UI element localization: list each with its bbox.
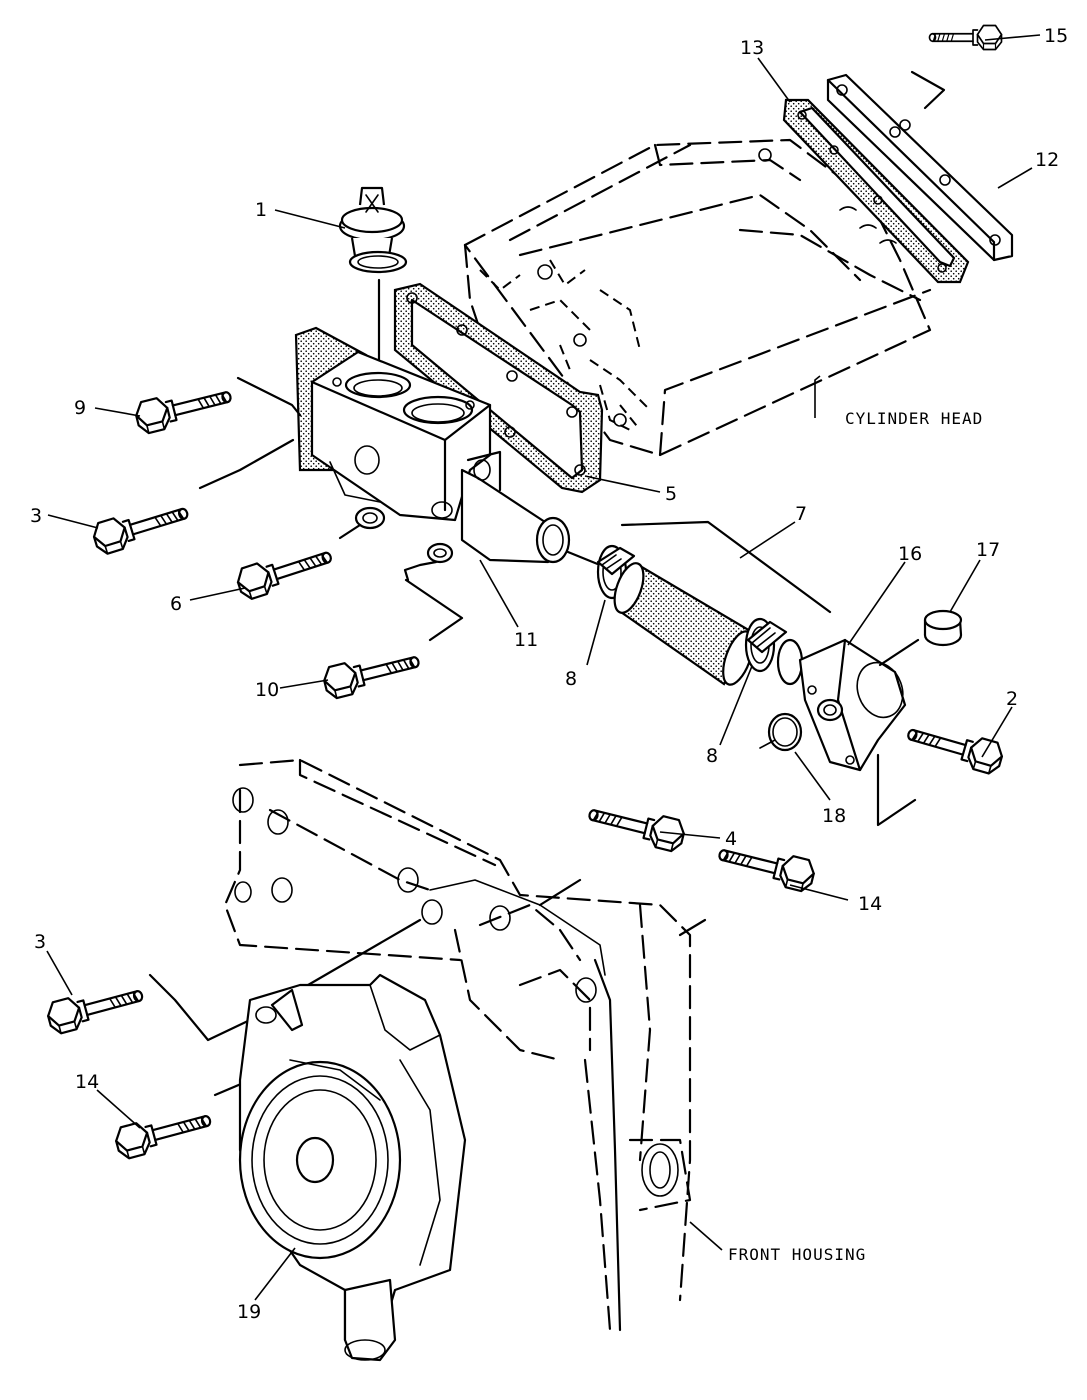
- rear-cover-plate: [826, 73, 1014, 262]
- callout-11: 11: [514, 629, 538, 651]
- callout-15: 15: [1044, 25, 1068, 47]
- plug: [923, 609, 963, 647]
- hose-clamp-right: [744, 617, 788, 673]
- thermostat: [338, 186, 408, 274]
- callout-8-left: 8: [565, 668, 577, 690]
- bolt-3-upper: [89, 496, 193, 558]
- callout-3-lower: 3: [34, 931, 46, 953]
- callout-4: 4: [725, 828, 737, 850]
- label-front-housing: FRONT HOUSING: [728, 1245, 866, 1264]
- bolt-4: [584, 797, 688, 855]
- callout-1: 1: [255, 199, 267, 221]
- callout-5: 5: [665, 483, 677, 505]
- callout-9: 9: [74, 397, 86, 419]
- callout-16: 16: [898, 543, 922, 565]
- callout-6: 6: [170, 593, 182, 615]
- o-ring: [767, 712, 803, 752]
- bolt-9: [132, 379, 236, 437]
- callout-2: 2: [1006, 688, 1018, 710]
- callout-14-upper: 14: [858, 893, 882, 915]
- callout-10: 10: [255, 679, 279, 701]
- front-housing-outline: [223, 758, 692, 1332]
- callout-7: 7: [795, 503, 807, 525]
- callout-18: 18: [822, 805, 846, 827]
- cylinder-head-outline: [463, 138, 932, 457]
- thermostat-housing-gasket: [393, 282, 604, 494]
- callout-17: 17: [976, 539, 1000, 561]
- callout-8-right: 8: [706, 745, 718, 767]
- label-cylinder-head: CYLINDER HEAD: [845, 409, 983, 428]
- callout-13: 13: [740, 37, 764, 59]
- bolt-3-lower: [43, 978, 148, 1037]
- callout-14-lower: 14: [75, 1071, 99, 1093]
- outlet-elbow: [776, 638, 907, 772]
- bolt-10: [320, 644, 424, 702]
- bolt-14-lower: [111, 1103, 216, 1162]
- water-pump: [238, 973, 467, 1362]
- thermostat-housing: [294, 326, 571, 564]
- callout-19: 19: [237, 1301, 261, 1323]
- coolant-hose: [613, 562, 754, 686]
- bolt-2: [903, 717, 1007, 777]
- leader-lines: [46, 34, 1041, 1301]
- rear-cover-gasket: [782, 98, 970, 284]
- callout-12: 12: [1035, 149, 1059, 171]
- callout-3-upper: 3: [30, 505, 42, 527]
- bolt-6: [233, 540, 337, 603]
- bolt-15: [928, 24, 1003, 51]
